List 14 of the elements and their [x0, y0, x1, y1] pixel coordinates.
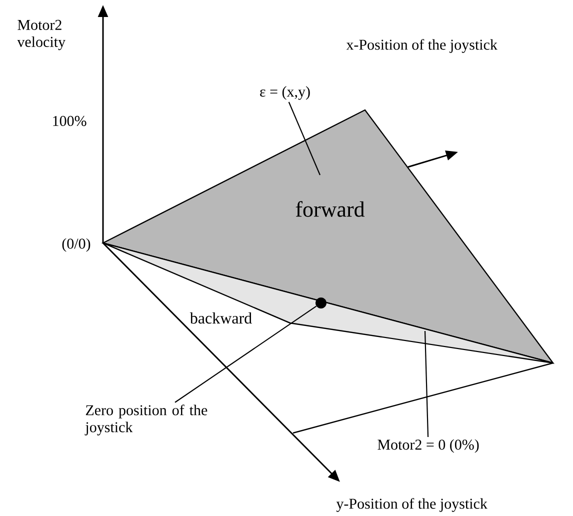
axis-label: x-Position of the joystick [346, 39, 498, 53]
tick-label: 100% [53, 116, 86, 126]
axis-label: Motor2 velocity [17, 20, 66, 50]
leader-line [288, 102, 321, 176]
origin-label: (0/0) [62, 238, 90, 252]
leader-line [174, 306, 317, 403]
axis-label: y-Position of the joystick [336, 498, 488, 512]
leader-line [424, 330, 429, 437]
callout-text: ε = (x,y) [260, 86, 310, 100]
callout-text: Motor2 = 0 (0%) [378, 439, 479, 453]
region-label: forward [296, 201, 365, 217]
zero-point-dot [316, 297, 326, 308]
callout-text: Zero position of the joystick [84, 404, 208, 436]
region-label: backward [190, 312, 252, 324]
